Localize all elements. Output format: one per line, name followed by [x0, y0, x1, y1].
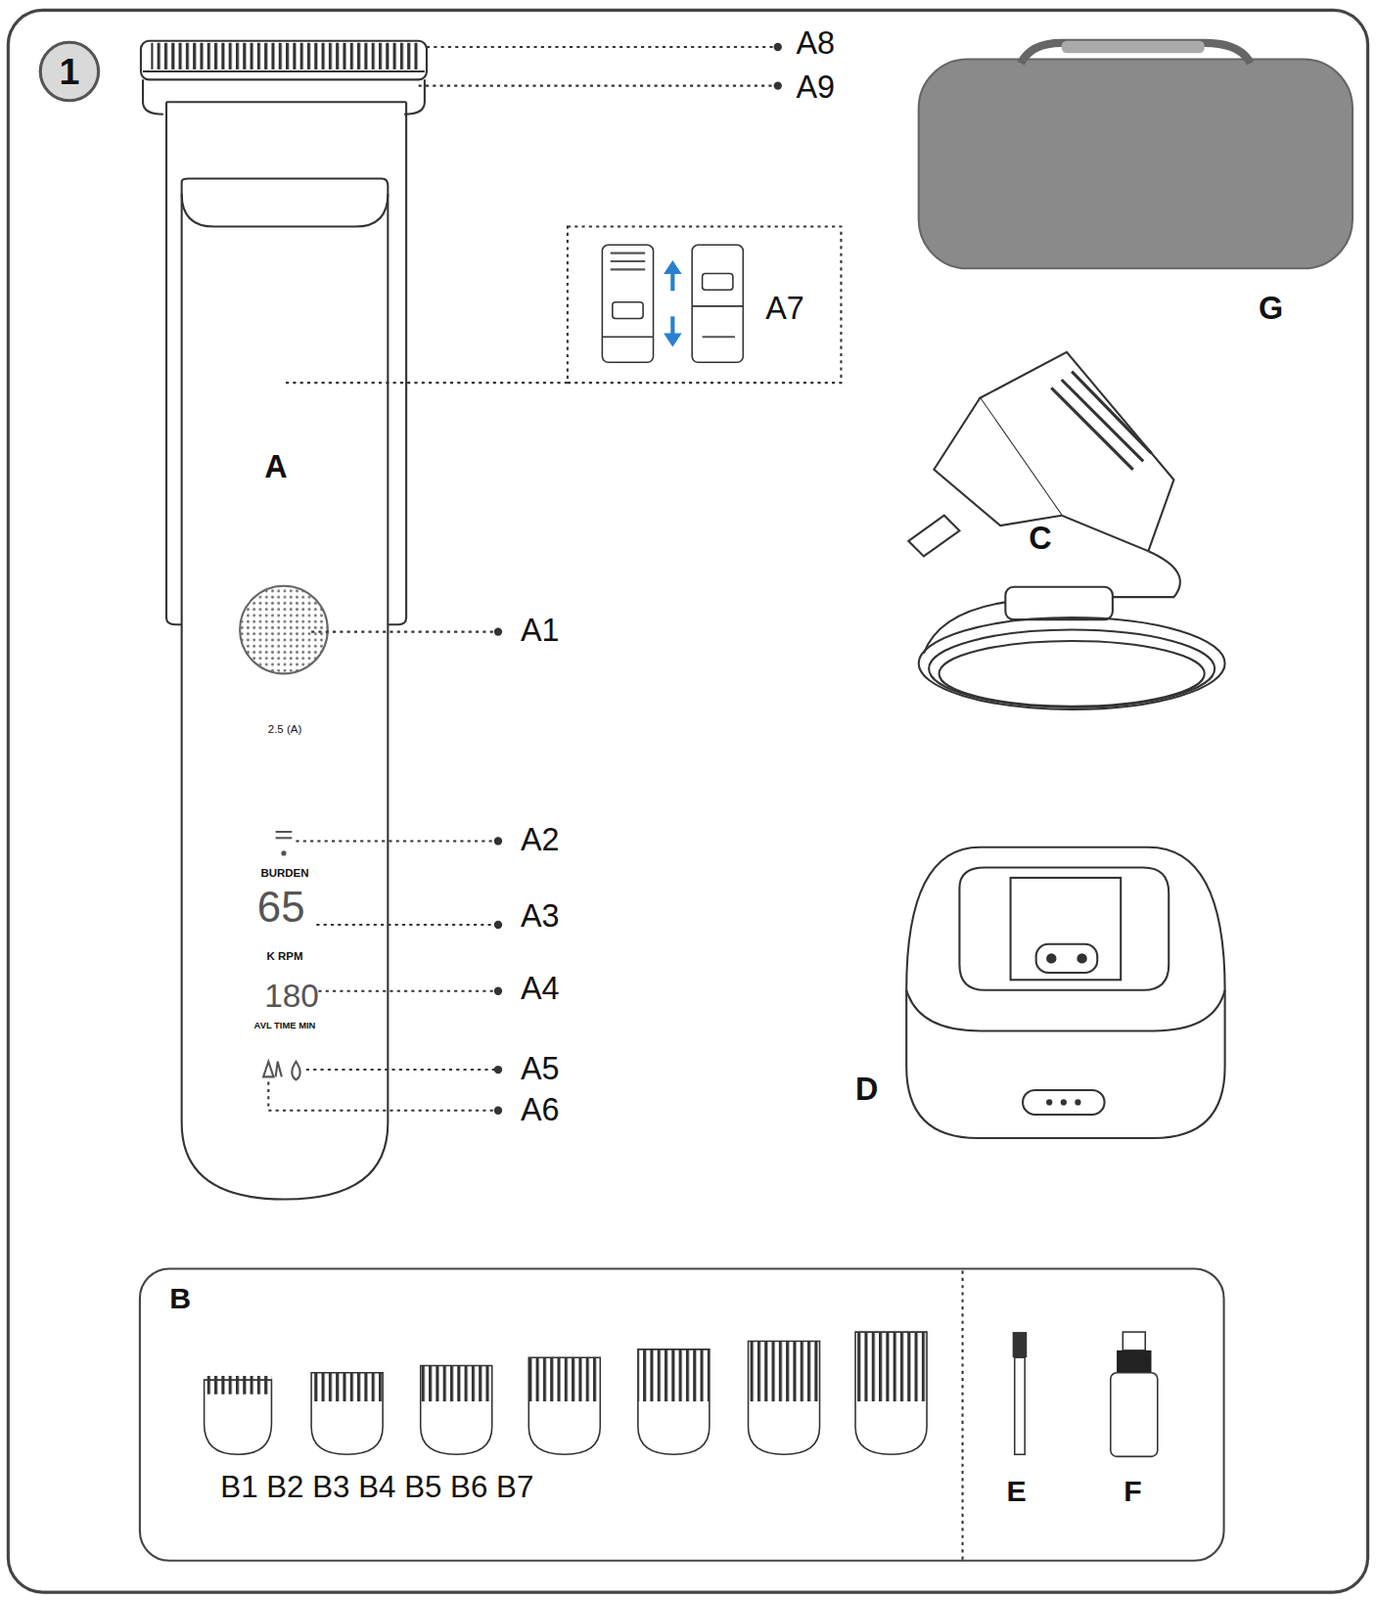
- part-letter: G: [1258, 292, 1284, 324]
- display-digits: 65: [257, 885, 306, 929]
- callout-label: A7: [765, 292, 805, 324]
- device-print: 2.5 (A): [268, 723, 302, 734]
- display-digits: 180: [264, 979, 320, 1012]
- comb-labels: B1 B2 B3 B4 B5 B6 B7: [220, 1471, 534, 1503]
- callout-label: A2: [520, 824, 560, 856]
- callout-label: A8: [796, 27, 836, 59]
- callout-label: A3: [520, 900, 560, 932]
- step-number-circle: 1: [39, 41, 101, 103]
- part-letter: D: [855, 1073, 878, 1105]
- part-letter: E: [1006, 1476, 1026, 1507]
- callout-label: A4: [520, 972, 560, 1005]
- part-letter: C: [1028, 522, 1052, 554]
- callout-label: A9: [796, 71, 836, 103]
- node-text: 1: [58, 52, 80, 91]
- callout-label: A6: [520, 1094, 560, 1126]
- accessory-panel: B B1 B2 B3 B4 B5 B6 B7 E F: [138, 1267, 1226, 1561]
- callout-label: A1: [520, 614, 560, 646]
- device-print: K RPM: [267, 951, 304, 963]
- group-letter: B: [169, 1284, 191, 1314]
- callout-label: A5: [520, 1053, 560, 1085]
- device-print: BURDEN: [260, 868, 309, 879]
- part-letter: F: [1123, 1476, 1142, 1507]
- device-print: AVL TIME MIN: [254, 1021, 317, 1031]
- part-letter: A: [264, 451, 287, 483]
